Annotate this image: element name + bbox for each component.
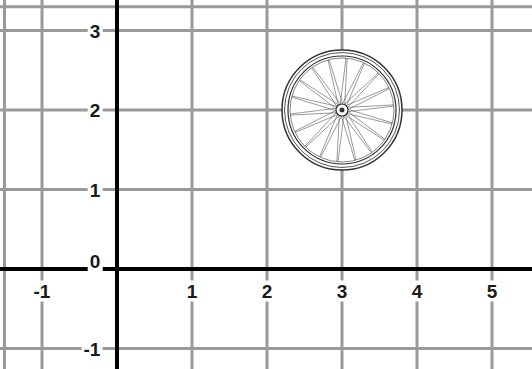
grid-line — [491, 0, 494, 369]
y-tick-label: 1 — [88, 179, 103, 200]
x-tick-label: 4 — [410, 281, 425, 302]
grid-line — [0, 188, 532, 191]
y-tick-label: 0 — [88, 251, 103, 272]
x-tick-label: 1 — [185, 281, 200, 302]
grid-line — [41, 0, 44, 369]
y-tick-label: 3 — [88, 20, 103, 41]
y-tick-label: -1 — [82, 338, 103, 359]
grid-line — [416, 0, 419, 369]
y-axis — [115, 0, 119, 369]
x-tick-label: 3 — [335, 281, 350, 302]
x-tick-label: -1 — [32, 281, 53, 302]
x-tick-label: 5 — [485, 281, 500, 302]
grid-line — [0, 109, 532, 112]
grid-line — [0, 29, 532, 32]
grid-line — [3, 0, 6, 369]
x-tick-label: 2 — [260, 281, 275, 302]
grid-line — [0, 347, 532, 350]
bicycle-wheel — [282, 50, 402, 170]
x-axis — [0, 267, 532, 271]
grid-line — [0, 5, 532, 8]
grid-line — [191, 0, 194, 369]
grid-line — [266, 0, 269, 369]
y-tick-label: 2 — [88, 100, 103, 121]
